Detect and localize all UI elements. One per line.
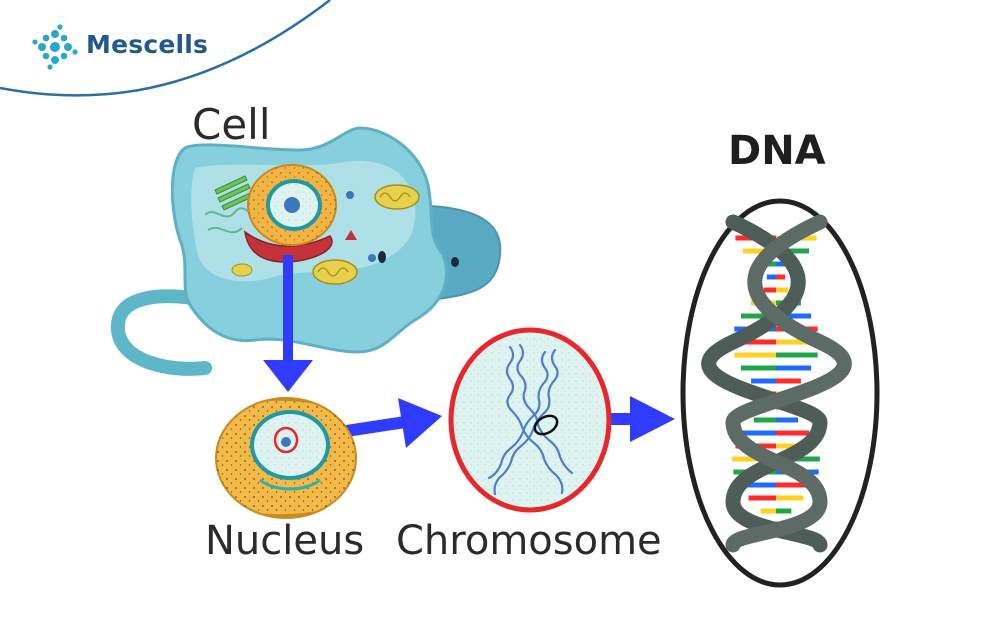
nucleus-illustration (215, 397, 357, 519)
chromosome-illustration (448, 327, 612, 513)
header-swoosh (0, 0, 331, 97)
dna-double-helix-illustration (680, 198, 880, 588)
cell-label: Cell (192, 100, 271, 149)
animal-cell-illustration (110, 126, 502, 376)
dna-strand-a (701, 214, 828, 553)
nucleus-label: Nucleus (205, 518, 365, 564)
arrow-cell-to-nucleus (263, 255, 313, 392)
dna-strand-b (725, 214, 852, 553)
dna-label: DNA (728, 128, 826, 174)
cell-cluster-icon (32, 24, 78, 70)
chromosome-label: Chromosome (396, 518, 662, 564)
brand-name[interactable]: Mescells (86, 30, 209, 59)
